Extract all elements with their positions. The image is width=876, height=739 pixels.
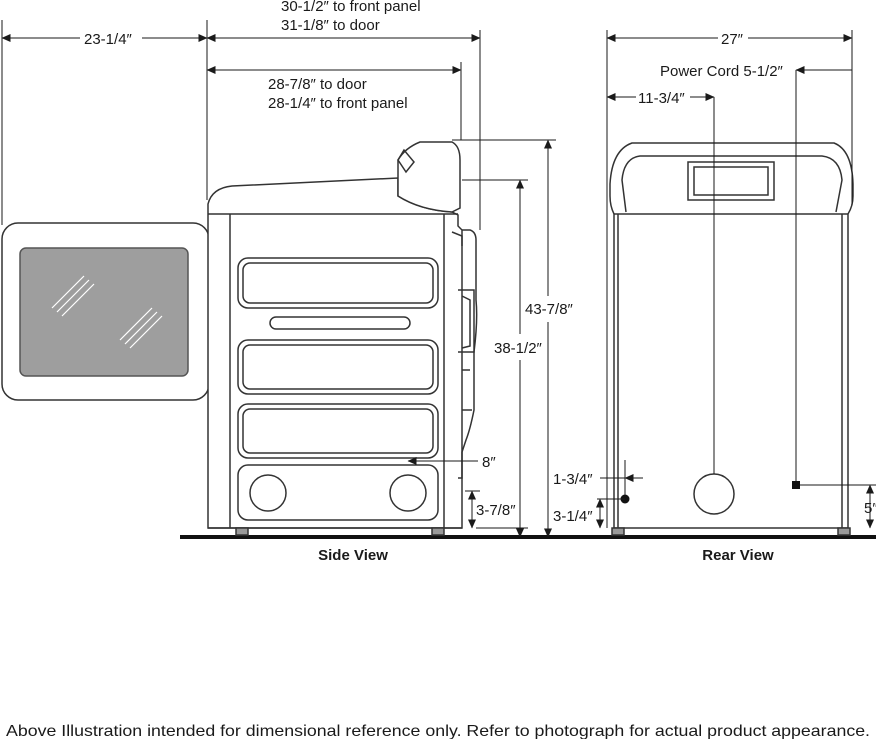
dim-height-total: 43-7/8″ (525, 301, 574, 318)
side-slot (269, 316, 411, 330)
dim-power-cord: Power Cord 5-1/2″ (660, 63, 784, 80)
control-console (397, 141, 461, 213)
front-panel-profile (458, 229, 478, 479)
side-panel-2 (237, 339, 439, 395)
floor-line (180, 535, 876, 539)
dim-side-3-7-8: 3-7/8″ (476, 502, 516, 519)
dim-top-front-panel: 30-1/2″ to front panel (281, 0, 421, 15)
side-view-label: Side View (318, 547, 388, 564)
side-port-left (249, 474, 287, 512)
side-port-right (389, 474, 427, 512)
dim-to-front-panel: 28-1/4″ to front panel (268, 95, 408, 112)
footer-disclaimer: Above Illustration intended for dimensio… (6, 723, 870, 739)
rear-view-drawing (609, 142, 854, 536)
glass-reflection (51, 275, 163, 349)
rear-vent (687, 161, 775, 201)
dim-height-body: 38-1/2″ (494, 340, 543, 357)
dim-to-door: 28-7/8″ to door (268, 76, 367, 93)
dim-rear-3-1-4: 3-1/4″ (553, 508, 593, 525)
rear-view-label: Rear View (702, 547, 774, 564)
dim-door-depth: 23-1/4″ (84, 31, 133, 48)
door-glass (19, 247, 189, 377)
side-view-drawing (1, 141, 478, 536)
dim-width: 27″ (721, 31, 744, 48)
rear-dimension-lines (596, 30, 876, 529)
dim-rear-1-3-4: 1-3/4″ (553, 471, 593, 488)
side-panel-4 (237, 464, 439, 521)
dim-rear-5: 5″ (864, 500, 876, 517)
side-panel-1 (237, 257, 439, 309)
dim-top-door: 31-1/8″ to door (281, 17, 380, 34)
side-dimension-lines (1, 20, 556, 538)
power-cord-square (792, 481, 800, 489)
dim-rear-11-3-4: 11-3/4″ (638, 90, 685, 107)
side-panel-3 (237, 403, 439, 459)
dim-side-8: 8″ (482, 454, 496, 471)
